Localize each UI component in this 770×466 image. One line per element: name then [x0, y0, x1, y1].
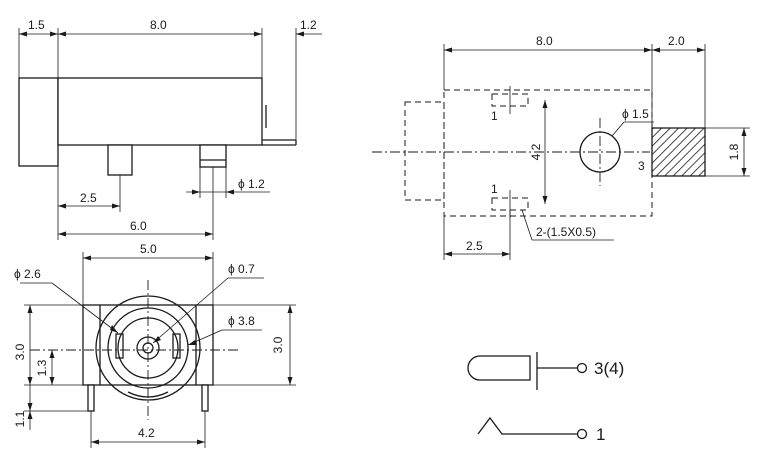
dim-height-left: 3.0: [13, 343, 27, 360]
dim-pin-offset: 2.5: [80, 191, 97, 205]
schematic-symbol: 3(4) 1: [467, 352, 624, 444]
dim-pad-offset: 2.5: [466, 239, 483, 253]
dim-pin2-offset: 6.0: [130, 219, 147, 233]
dim-outer-diameter: ϕ 2.6: [14, 267, 41, 281]
side-view: 1.5 8.0 1.2 2.5 6.0 ϕ 1.2: [18, 18, 322, 240]
dim-body-length: 8.0: [150, 18, 167, 32]
pin-label-top: 1: [491, 109, 498, 123]
dim-pad-span: 4.2: [529, 143, 543, 160]
contact-label: 3(4): [594, 359, 624, 378]
pin-label-bottom: 1: [491, 182, 498, 196]
dim-pin-diameter-front: ϕ 0.7: [228, 262, 255, 276]
dim-overhang: 2.0: [668, 34, 685, 48]
footprint-view: 8.0 2.0 1 1 4.2 ϕ 1.5 3: [372, 34, 750, 260]
dim-center-height: 1.3: [35, 359, 49, 376]
dim-front-width: 5.0: [140, 242, 157, 256]
dim-right-offset: 1.2: [300, 18, 317, 32]
dim-hole-footprint: ϕ 1.5: [622, 107, 649, 121]
dim-left-offset: 1.5: [28, 18, 45, 32]
dim-pin-span: 4.2: [138, 426, 155, 440]
dim-height-right: 3.0: [271, 336, 285, 353]
switch-label: 1: [596, 425, 605, 444]
front-view: 5.0 ϕ 2.6 ϕ 0.7 ϕ 3.8: [13, 242, 296, 448]
dim-pin-diameter: ϕ 1.2: [238, 177, 265, 191]
dim-pad-height: 1.8: [727, 143, 741, 160]
dim-footprint-length: 8.0: [536, 34, 553, 48]
dim-pad-size: 2-(1.5X0.5): [536, 225, 596, 239]
dim-pin-length: 1.1: [13, 410, 27, 427]
dim-hole-diameter: ϕ 3.8: [228, 314, 255, 328]
pin-label-right: 3: [638, 159, 645, 173]
